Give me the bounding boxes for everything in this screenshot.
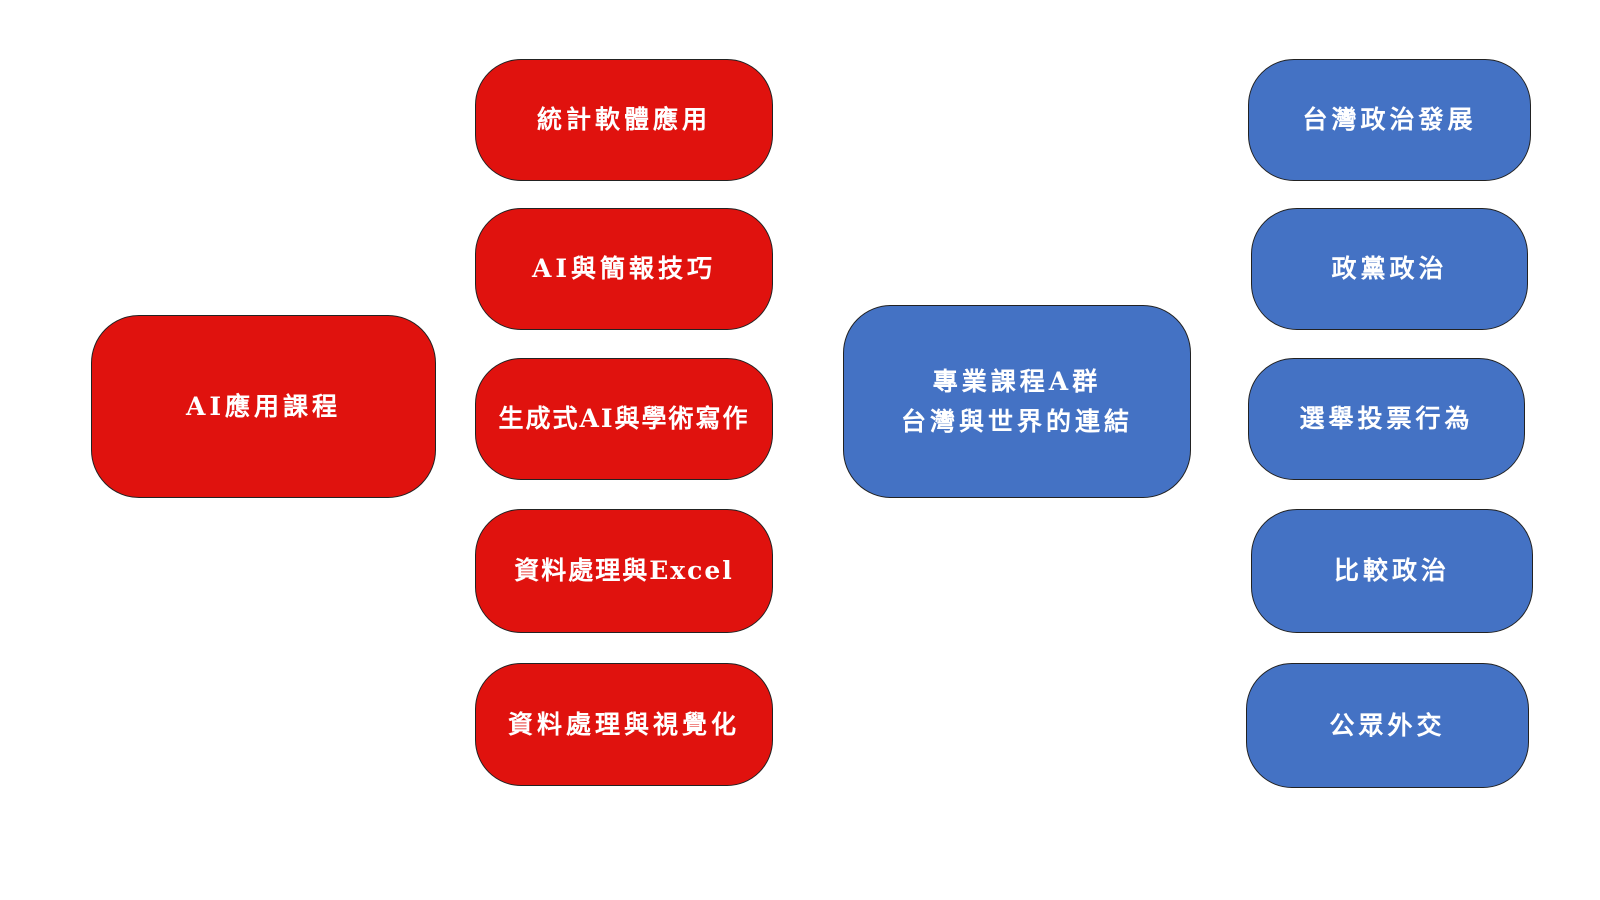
professional-course-item-3: 選舉投票行為 — [1248, 358, 1525, 480]
professional-course-item-4: 比較政治 — [1251, 509, 1533, 633]
professional-course-item-5: 公眾外交 — [1246, 663, 1529, 788]
professional-course-item-2: 政黨政治 — [1251, 208, 1528, 330]
professional-course-item-label: 台灣政治發展 — [1302, 105, 1477, 134]
professional-course-item-label: 選舉投票行為 — [1299, 404, 1474, 433]
professional-course-main-line1: 專業課程A群 — [932, 366, 1102, 396]
professional-course-item-label: 政黨政治 — [1331, 254, 1448, 283]
professional-course-item-1: 台灣政治發展 — [1248, 59, 1531, 181]
ai-course-item-5: 資料處理與視覺化 — [475, 663, 773, 786]
ai-course-item-label: 統計軟體應用 — [536, 105, 711, 134]
professional-course-item-label: 公眾外交 — [1329, 710, 1446, 740]
ai-course-item-label: 生成式AI與學術寫作 — [498, 404, 750, 433]
ai-course-item-3: 生成式AI與學術寫作 — [475, 358, 773, 480]
professional-course-main-node: 專業課程A群 台灣與世界的連結 — [843, 305, 1191, 498]
ai-course-item-label: 資料處理與視覺化 — [507, 709, 740, 739]
ai-course-item-label: 資料處理與Excel — [514, 556, 734, 585]
professional-course-main-line2: 台灣與世界的連結 — [900, 406, 1133, 436]
ai-course-main-node: AI應用課程 — [91, 315, 436, 498]
professional-course-item-label: 比較政治 — [1333, 556, 1450, 585]
ai-course-item-label: AI與簡報技巧 — [531, 254, 717, 283]
ai-course-item-2: AI與簡報技巧 — [475, 208, 773, 330]
ai-course-item-4: 資料處理與Excel — [475, 509, 773, 633]
ai-course-main-label: AI應用課程 — [185, 391, 342, 421]
ai-course-item-1: 統計軟體應用 — [475, 59, 773, 181]
